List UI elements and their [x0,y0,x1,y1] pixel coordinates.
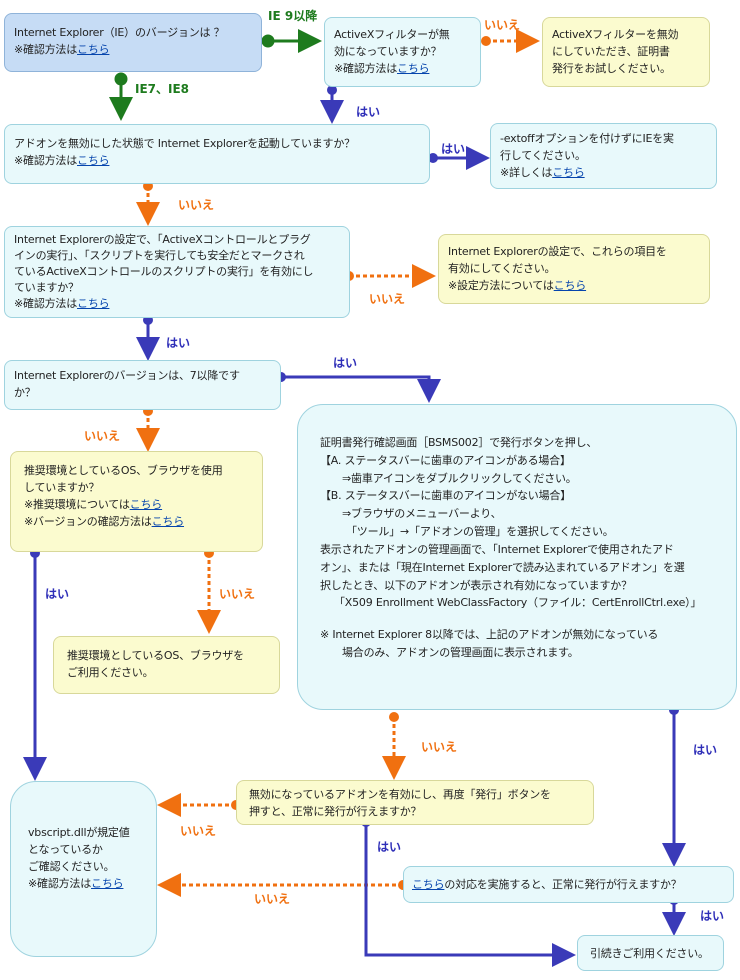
label-no-q2: いいえ [484,18,521,32]
vb-check-link[interactable]: こちら [91,877,124,891]
q1-ie-version-box: Internet Explorer（IE）のバージョンは ？ ※確認方法はこちら [4,13,262,72]
a2-line1: ActiveXフィルターを無効 [552,28,679,41]
q6-ver-label: ※バージョンの確認方法は [24,515,152,529]
q9-text: の対応を実施すると、正常に発行が行えますか？ [444,878,682,891]
a4-enable-settings-box: Internet Explorerの設定で、これらの項目を 有効にしてください。… [438,234,710,304]
connector-ie9 [261,29,322,53]
end-text: 引続きご利用ください。 [590,947,709,960]
q2-line2: 効になっていますか？ [334,45,442,59]
q2-activex-filter-box: ActiveXフィルターが無 効になっていますか？ ※確認方法はこちら [324,17,481,87]
cert-line12: 場合のみ、アドオンの管理画面に表示されます。 [342,645,579,659]
a4-line2: 有効にしてください。 [448,262,556,276]
q6-rec-label: ※推奨環境については [24,498,130,512]
q4-activex-settings-box: Internet Explorerの設定で、「ActiveXコントロールとプラグ… [4,226,350,318]
vb-check-label: ※確認方法は [28,877,92,891]
q3-check-link[interactable]: こちら [77,154,110,168]
q4-line4: ていますか？ [14,280,79,294]
label-yes-q9: はい [700,909,725,923]
label-yes-q4: はい [166,336,191,350]
a2-line3: 発行をお試しください。 [552,62,671,76]
q5-line2: か？ [14,386,36,400]
label-no-q5: いいえ [84,429,121,443]
label-yes-cert: はい [693,743,718,757]
cert-line5: ⇒ブラウザのメニューバーより、 [342,507,502,521]
q4-check-link[interactable]: こちら [77,296,110,310]
label-no-q8: いいえ [180,824,217,838]
q8-line1: 無効になっているアドオンを有効にし、再度「発行」ボタンを [249,788,551,801]
connector-ie78 [109,72,133,121]
label-no-q6: いいえ [219,587,256,601]
q3-addon-disabled-box: アドオンを無効にした状態で Internet Explorerを起動していますか… [4,124,430,184]
label-no-q3: いいえ [178,198,215,212]
q4-line1: Internet Explorerの設定で、「ActiveXコントロールとプラグ [14,233,311,246]
a4-line1: Internet Explorerの設定で、これらの項目を [448,245,667,258]
q4-line2: インの実行」、「スクリプトを実行しても安全だとマークされ [14,248,305,262]
label-yes-q6: はい [45,587,70,601]
cert-line7: 表示されたアドオンの管理画面で、「Internet Explorerで使用された… [320,542,674,556]
a6-use-recommended-box: 推奨環境としているOS、ブラウザを ご利用ください。 [53,636,280,694]
a4-setting-label: ※設定方法については [448,279,554,293]
cert-addon-check-box: 証明書発行確認画面［BSMS002］で発行ボタンを押し、 【A. ステータスバー… [297,404,737,710]
cert-line2: 【A. ステータスバーに歯車のアイコンがある場合】 [320,453,571,467]
cert-line6: 「ツール」→「アドオンの管理」を選択してください。 [346,525,614,539]
q1-check-label: ※確認方法は [14,43,78,57]
cert-line4: 【B. ステータスバーに歯車のアイコンがない場合】 [320,489,571,503]
q1-text: Internet Explorer（IE）のバージョンは ？ [14,26,225,39]
q1-check-link[interactable]: こちら [77,43,110,57]
cert-line1: 証明書発行確認画面［BSMS002］で発行ボタンを押し、 [320,436,598,449]
a4-setting-link[interactable]: こちら [553,279,587,293]
label-ie7-ie8: IE7、IE8 [135,82,190,96]
q8-enable-addon-box: 無効になっているアドオンを有効にし、再度「発行」ボタンを 押すと、正常に発行が行… [236,780,594,825]
label-no-cert: いいえ [421,740,458,754]
vb-line3: ご確認ください。 [28,860,115,874]
q3-check-label: ※確認方法は [14,154,78,168]
end-continue-box: 引続きご利用ください。 [577,935,724,971]
q3-text: アドオンを無効にした状態で Internet Explorerを起動していますか… [14,137,355,150]
q8-line2: 押すと、正常に発行が行えますか？ [249,805,422,819]
label-yes-q8: はい [377,840,402,854]
cert-line8: オン」、または「現在Internet Explorerで読み込まれているアドオン… [320,560,685,574]
cert-line11: ※ Internet Explorer 8以降では、上記のアドオンが無効になって… [320,628,659,642]
label-ie9-or-later: IE 9以降 [268,9,318,23]
q6-line2: していますか？ [24,481,100,495]
label-yes-q5: はい [333,356,358,370]
cert-line9: 択したとき、以下のアドオンが表示され有効になっていますか？ [320,578,632,592]
q6-recommended-env-box: 推奨環境としているOS、ブラウザを使用 していますか？ ※推奨環境についてはこち… [10,451,263,552]
q2-line1: ActiveXフィルターが無 [334,28,450,41]
q4-check-label: ※確認方法は [14,296,78,310]
a3-line1: -extoffオプションを付けずにIEを実 [500,132,674,145]
q9-countermeasure-box: こちらの対応を実施すると、正常に発行が行えますか？ [403,866,734,903]
a3-detail-label: ※詳しくは [500,166,553,180]
q5-version7-box: Internet Explorerのバージョンは、7以降です か？ [4,360,281,410]
q6-rec-link[interactable]: こちら [129,498,163,512]
label-yes-q2: はい [356,105,381,119]
label-no-q4: いいえ [369,292,406,306]
cert-line10: 「X509 Enrollment WebClassFactory（ファイル：Ce… [334,596,702,610]
q6-ver-link[interactable]: こちら [151,515,185,529]
q4-line3: ているActiveXコントロールのスクリプトの実行」を有効にし [14,264,314,278]
a3-line2: 行してください。 [500,149,586,163]
vbscript-check-box: vbscript.dllが規定値 となっているか ご確認ください。 ※確認方法は… [10,781,157,957]
q6-line1: 推奨環境としているOS、ブラウザを使用 [24,464,223,477]
q9-link[interactable]: こちら [412,878,445,891]
vb-line2: となっているか [28,843,103,857]
vb-line1: vbscript.dllが規定値 [28,826,130,839]
a6-line1: 推奨環境としているOS、ブラウザを [67,649,244,662]
label-no-q9: いいえ [254,892,291,906]
a3-extoff-box: -extoffオプションを付けずにIEを実 行してください。 ※詳しくはこちら [490,123,717,189]
label-yes-q3: はい [441,142,466,156]
q5-line1: Internet Explorerのバージョンは、7以降です [14,369,240,382]
q2-check-link[interactable]: こちら [397,62,430,76]
a2-disable-filter-box: ActiveXフィルターを無効 にしていただき、証明書 発行をお試しください。 [542,17,710,87]
a2-line2: にしていただき、証明書 [552,45,670,59]
a6-line2: ご利用ください。 [67,666,154,680]
a3-detail-link[interactable]: こちら [552,166,585,180]
cert-line3: ⇒歯車アイコンをダブルクリックしてください。 [342,471,577,485]
q2-check-label: ※確認方法は [334,62,398,76]
